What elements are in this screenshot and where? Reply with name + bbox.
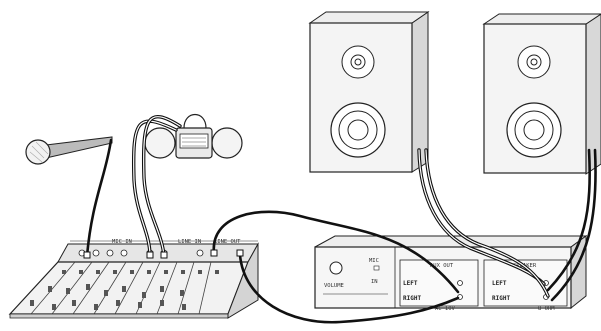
mixer: MIC IN LINE IN LINE OUT bbox=[10, 239, 258, 318]
volume-label: VOLUME bbox=[324, 283, 344, 289]
mic-in-label: MIC IN bbox=[112, 239, 132, 245]
microphone bbox=[26, 137, 112, 164]
left-speaker bbox=[310, 12, 428, 172]
right-speaker bbox=[484, 14, 601, 174]
mic-label: MIC bbox=[369, 258, 379, 264]
line-out-label: LINE OUT bbox=[214, 239, 241, 245]
mic-cable bbox=[87, 140, 111, 256]
mic-state-label: IN bbox=[371, 279, 378, 285]
speaker-left-label: LEFT bbox=[492, 280, 507, 287]
aux-left-label: LEFT bbox=[403, 280, 418, 287]
boombox bbox=[145, 115, 242, 159]
speaker-right-label: RIGHT bbox=[492, 295, 510, 302]
line-in-label: LINE IN bbox=[178, 239, 201, 245]
aux-right-label: RIGHT bbox=[403, 295, 421, 302]
speaker-bottom-label: 8 OHM bbox=[538, 306, 555, 312]
